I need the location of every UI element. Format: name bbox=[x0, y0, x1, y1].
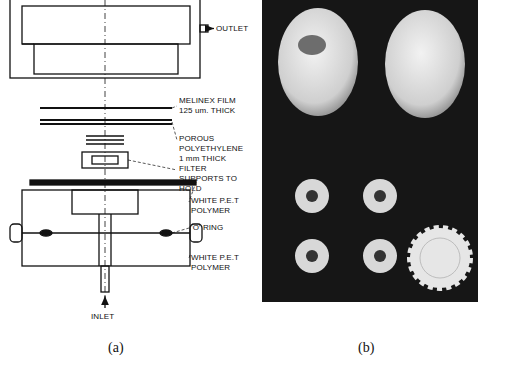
part-label: POROUS POLYETHYLENE 1 mm THICK bbox=[179, 134, 241, 164]
photograph bbox=[262, 0, 478, 302]
part-label: WHITE P.E.T POLYMER bbox=[191, 196, 249, 216]
part-label: WHITE P.E.T POLYMER bbox=[191, 253, 249, 273]
part-label: FILTER SUPPORTS TO HOLD bbox=[179, 164, 249, 194]
port-label: INLET bbox=[91, 312, 131, 322]
part-label: MELINEX FILM 125 um. THICK bbox=[179, 96, 239, 116]
port-label: OUTLET bbox=[216, 24, 276, 34]
panel-label: (b) bbox=[358, 340, 388, 356]
panel-label: (a) bbox=[108, 340, 138, 356]
part-label: 'O' RING bbox=[191, 223, 249, 233]
